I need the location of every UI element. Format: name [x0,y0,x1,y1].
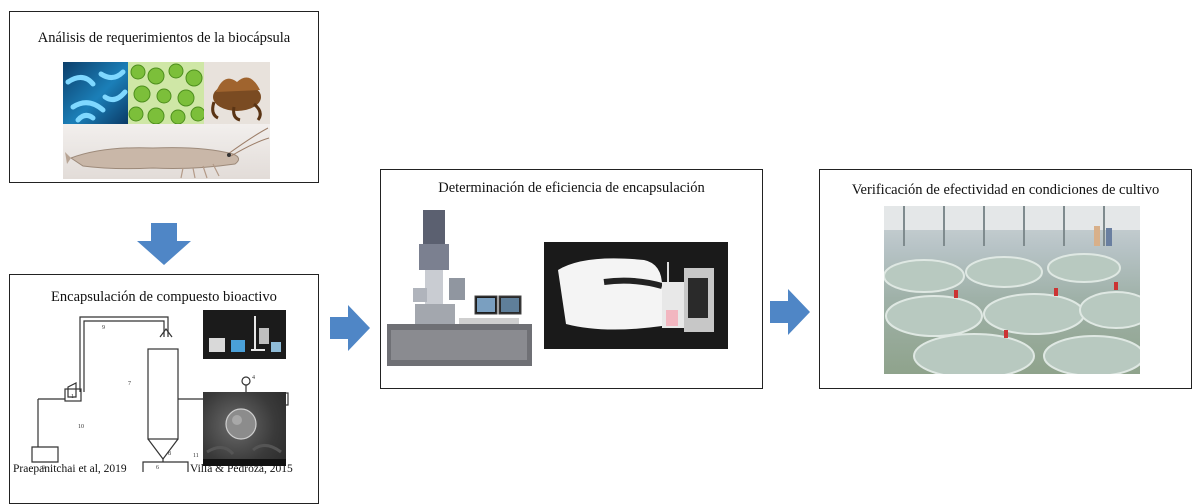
step-box-analisis: Análisis de requerimientos de la biocáps… [9,11,319,183]
step-title-determinacion: Determinación de eficiencia de encapsula… [438,180,705,196]
arrow-right-icon [770,289,810,335]
aquaculture-tanks-image [884,206,1140,374]
step-title-verificacion: Verificación de efectividad en condicion… [851,182,1160,198]
schematic-label: 8 [168,451,171,457]
schematic-label: 9 [102,325,105,331]
schematic-label: 6 [156,465,159,471]
arrow-down-icon [137,223,191,265]
bacteria-image [63,62,128,124]
particle-analyzer-image [544,242,728,349]
citation-villa-pedroza: Villa & Pedroza, 2015 [190,463,293,475]
schematic-label: 1 [71,394,74,400]
shrimp-image [63,124,270,179]
schematic-label: 10 [78,424,84,430]
step-title-analisis: Análisis de requerimientos de la biocáps… [37,30,291,46]
schematic-label: 11 [193,453,199,459]
schematic-label: 4 [252,375,255,381]
arrow-right-icon [330,305,370,351]
citation-praepanitchai: Praepanitchai et al, 2019 [13,463,127,475]
schematic-label: 6 [42,465,45,471]
sem-micrograph [203,392,286,466]
electron-microscope-image [387,206,532,366]
step-box-encapsulacion: Encapsulación de compuesto bioactivo 9 7 [9,274,319,504]
step-title-encapsulacion: Encapsulación de compuesto bioactivo [51,289,277,305]
step-box-determinacion: Determinación de eficiencia de encapsula… [380,169,763,389]
schematic-label: 7 [128,381,131,387]
apparatus-photo [203,310,286,359]
macroalgae-image [204,62,270,124]
step-box-verificacion: Verificación de efectividad en condicion… [819,169,1192,389]
microalgae-image [128,62,204,124]
